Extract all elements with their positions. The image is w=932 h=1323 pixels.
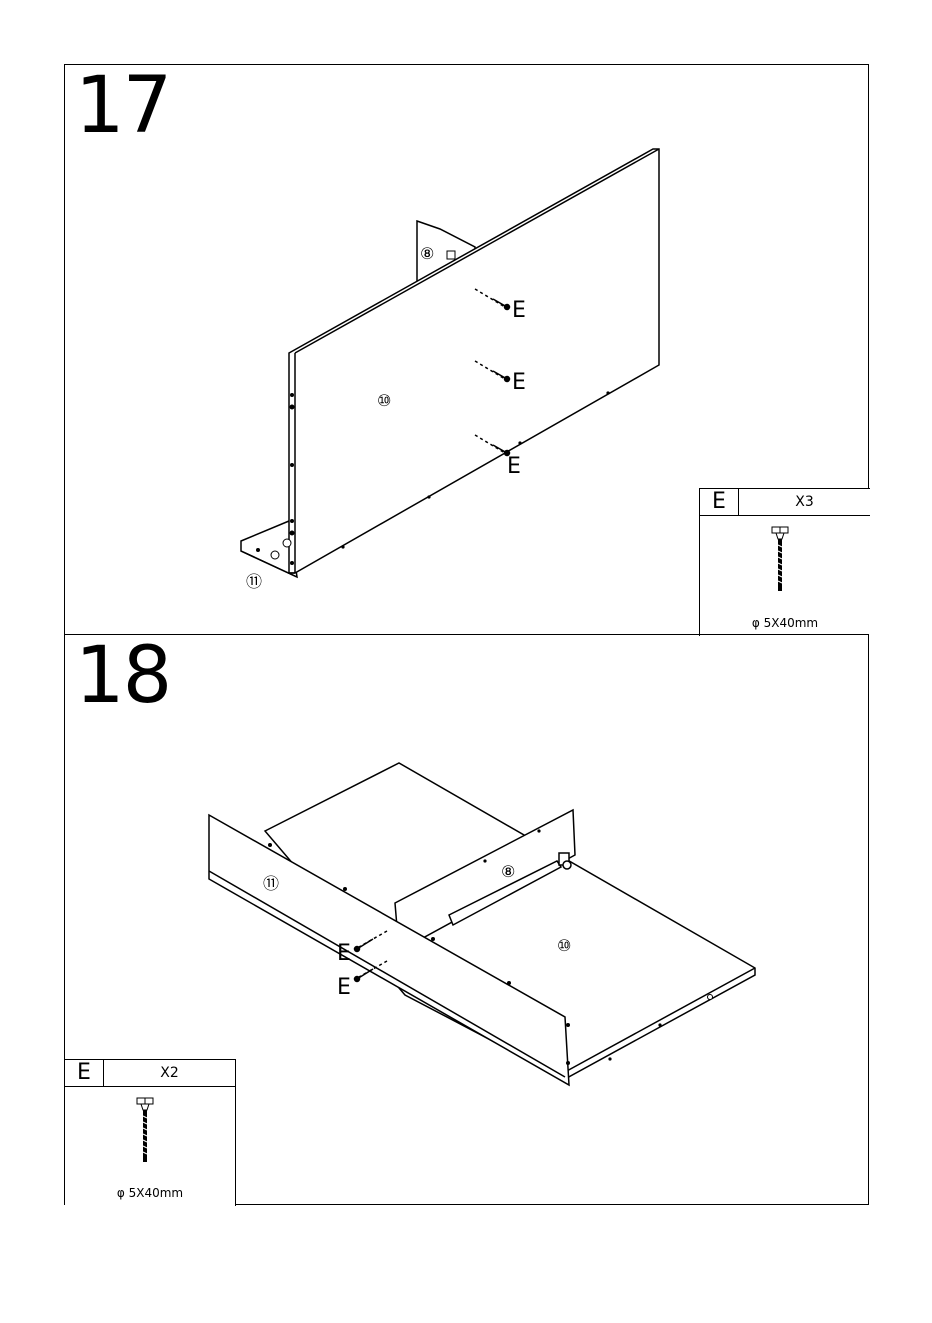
panel-10-board	[289, 149, 659, 573]
step-17-panel: 17	[64, 64, 869, 635]
hardware-quantity: X2	[104, 1060, 235, 1086]
screw-icon	[135, 1096, 155, 1164]
part-11-label: ⑪	[246, 572, 262, 591]
part-8-label: ⑧	[420, 244, 434, 263]
screw-icon	[770, 525, 790, 593]
fastener-label-e: E	[337, 975, 351, 1000]
hardware-letter: E	[65, 1060, 104, 1086]
hardware-legend: E X2 φ 5X40mm	[65, 1059, 236, 1206]
step-18-panel: 18 E E	[64, 634, 869, 1205]
part-8-label: ⑧	[501, 862, 515, 881]
part-11-label: ⑪	[263, 874, 279, 893]
part-10-label: ⑩	[557, 936, 571, 955]
fastener-label-e: E	[337, 941, 351, 966]
fastener-label-e: E	[512, 370, 526, 395]
part-10-label: ⑩	[377, 391, 391, 410]
hardware-legend: E X3 φ 5X40mm	[699, 488, 870, 636]
hardware-letter: E	[700, 489, 739, 515]
fastener-label-e: E	[507, 454, 521, 479]
hardware-quantity: X3	[739, 489, 870, 515]
fastener-label-e: E	[512, 298, 526, 323]
hardware-size: φ 5X40mm	[65, 1186, 235, 1200]
hardware-size: φ 5X40mm	[700, 616, 870, 630]
